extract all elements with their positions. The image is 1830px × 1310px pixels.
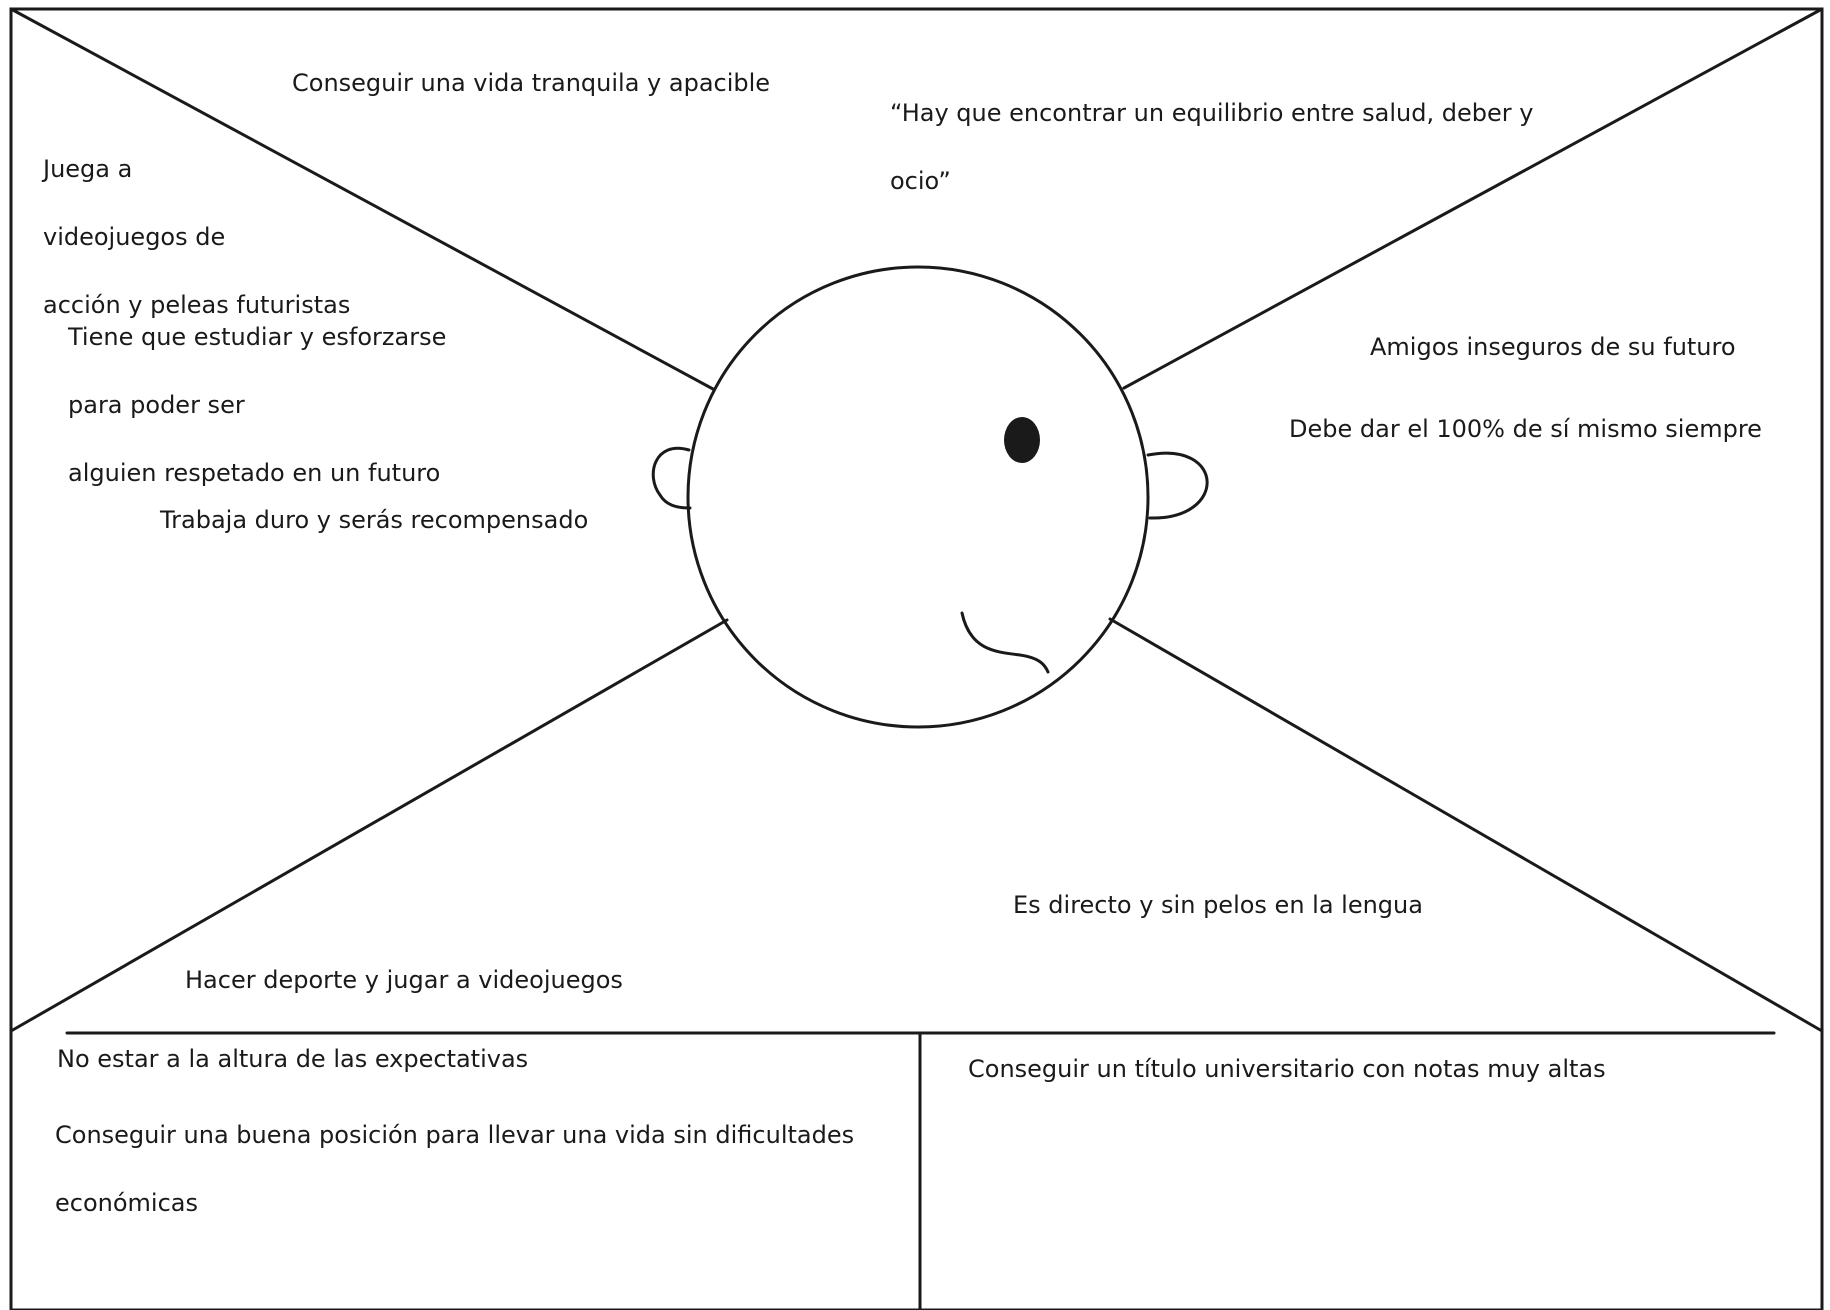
see-note-2-line-2: para poder ser [68,391,245,419]
hear-note-2: Debe dar el 100% de sí mismo siempre [1289,415,1762,443]
think-feel-note-1: Conseguir una vida tranquila y apacible [292,69,771,97]
pains-note-2-line-2: económicas [55,1189,198,1217]
see-note-2-line-1: Tiene que estudiar y esforzarse [68,323,447,351]
right-ear [1146,451,1209,520]
diagonal-top-right [1122,7,1824,390]
think-feel-note-2-line-1: “Hay que encontrar un equilibrio entre s… [890,99,1534,127]
see-note-2-line-3: alguien respetado en un futuro [68,459,441,487]
think-feel-note-2-line-2: ocio” [890,167,951,195]
see-note-1-line-1: Juega a [43,155,133,183]
mouth-line [960,611,1050,674]
pains-note-1: No estar a la altura de las expectativas [57,1045,529,1073]
eye [1004,417,1040,463]
outer-frame [9,7,1824,1310]
see-note-1-line-3: acción y peleas futuristas [43,291,351,319]
see-note-1-line-2: videojuegos de [43,223,226,251]
diagonal-bottom-right [1108,617,1824,1033]
left-ear [651,446,692,510]
see-note-1: Juega a videojuegos de acción y peleas f… [43,118,350,356]
diagonal-top-left [9,7,715,391]
head-outline [686,265,1150,729]
pains-note-2: Conseguir una buena posición para llevar… [55,1084,854,1254]
see-note-3: Trabaja duro y serás recompensado [160,506,589,534]
say-do-note-1: Es directo y sin pelos en la lengua [1013,891,1423,919]
hear-note-1: Amigos inseguros de su futuro [1370,333,1736,361]
diagonal-bottom-left [9,618,729,1033]
say-do-note-2: Hacer deporte y jugar a videojuegos [185,966,623,994]
pains-note-2-line-1: Conseguir una buena posición para llevar… [55,1121,855,1149]
think-feel-note-2: “Hay que encontrar un equilibrio entre s… [890,62,1533,232]
gains-note-1: Conseguir un título universitario con no… [968,1055,1606,1083]
see-note-2: Tiene que estudiar y esforzarse para pod… [68,286,446,524]
